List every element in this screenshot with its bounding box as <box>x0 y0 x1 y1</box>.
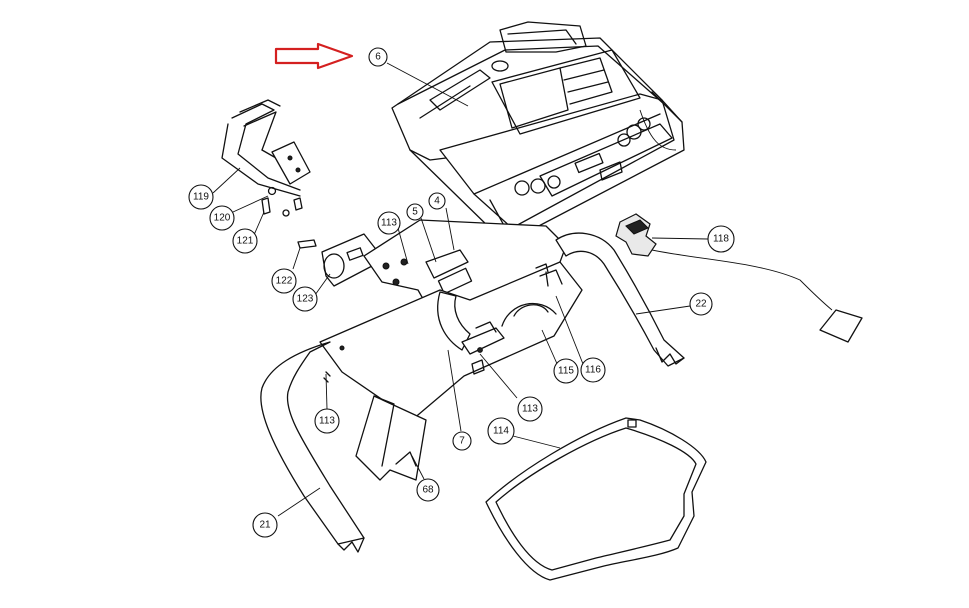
safety-key-118 <box>615 213 863 343</box>
callout-4: 4 <box>428 192 446 210</box>
callout-115: 115 <box>553 358 579 384</box>
svg-text:113: 113 <box>381 218 397 229</box>
callout-119: 119 <box>188 184 214 210</box>
callout-68: 68 <box>416 478 440 502</box>
bolt <box>293 197 303 211</box>
bottle-holder <box>221 99 311 197</box>
lower-bracket-68 <box>355 395 427 481</box>
clamp-123 <box>321 233 379 287</box>
console-housing <box>391 21 685 241</box>
svg-text:7: 7 <box>459 436 465 447</box>
handlebar-21 <box>260 341 365 553</box>
svg-text:113: 113 <box>522 404 538 415</box>
connector-115 <box>535 263 549 273</box>
callout-122: 122 <box>271 268 297 294</box>
svg-text:6: 6 <box>375 52 381 63</box>
center-bracket <box>319 261 583 421</box>
svg-text:118: 118 <box>713 234 729 245</box>
svg-text:22: 22 <box>695 299 707 310</box>
callout-123: 123 <box>292 286 318 312</box>
callout-5: 5 <box>406 203 424 221</box>
callout-121: 121 <box>232 228 258 254</box>
callout-6: 6 <box>368 47 388 67</box>
svg-text:113: 113 <box>319 416 335 427</box>
callout-118: 118 <box>707 225 735 253</box>
svg-text:122: 122 <box>276 276 293 287</box>
svg-text:119: 119 <box>193 192 209 203</box>
svg-text:68: 68 <box>422 485 434 496</box>
svg-text:121: 121 <box>237 236 254 247</box>
callout-120: 120 <box>209 205 235 231</box>
callout-116: 116 <box>580 357 606 383</box>
callout-21: 21 <box>252 512 278 538</box>
callout-113-right: 113 <box>517 396 543 422</box>
washer-120 <box>267 186 277 196</box>
bolt-122 <box>297 239 317 249</box>
svg-text:115: 115 <box>558 366 574 377</box>
svg-text:120: 120 <box>214 213 231 224</box>
svg-text:4: 4 <box>434 196 440 207</box>
svg-text:5: 5 <box>412 207 418 218</box>
screw-121 <box>261 197 271 215</box>
svg-text:123: 123 <box>297 294 314 305</box>
callout-7: 7 <box>452 431 472 451</box>
callout-114: 114 <box>487 417 515 445</box>
svg-text:116: 116 <box>585 365 601 376</box>
pointer-arrow <box>274 42 354 70</box>
leader-lines <box>212 62 709 517</box>
handlebar-22 <box>555 232 685 367</box>
svg-text:21: 21 <box>259 520 271 531</box>
svg-text:114: 114 <box>493 426 509 437</box>
callout-113-top: 113 <box>377 211 401 235</box>
nut <box>282 209 290 217</box>
chest-strap-114 <box>485 417 707 581</box>
callout-22: 22 <box>689 292 713 316</box>
callout-113-left: 113 <box>314 408 340 434</box>
